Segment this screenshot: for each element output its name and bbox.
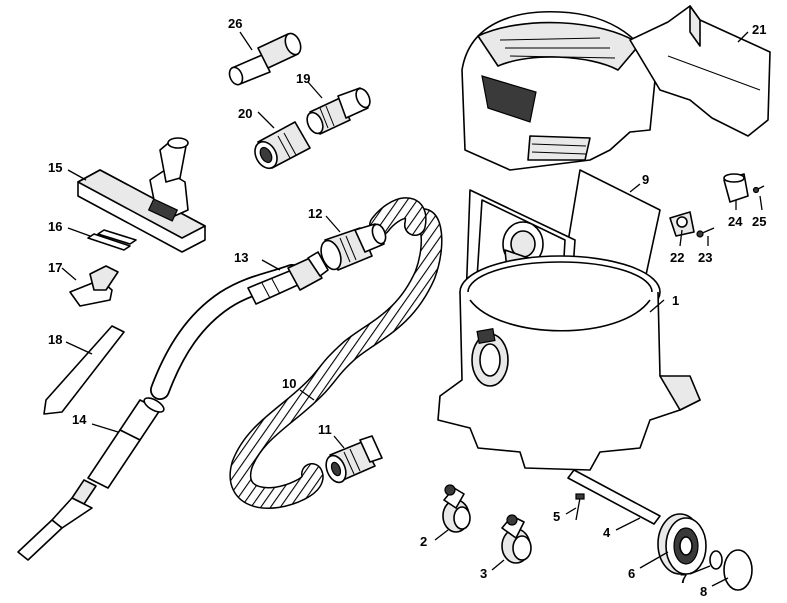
label-5: 5 — [553, 509, 560, 524]
part-2-castor — [442, 484, 471, 533]
label-17: 17 — [48, 260, 62, 275]
part-21-motor-cover — [629, 5, 771, 137]
part-24-clip — [723, 173, 749, 203]
part-11-hose-coupling — [325, 435, 383, 484]
part-19-adapter — [306, 87, 371, 135]
part-5-screw — [575, 493, 585, 521]
label-13: 13 — [234, 250, 248, 265]
part-20-adapter — [254, 121, 311, 170]
part-10-corrugated-hose — [229, 197, 443, 509]
part-23-screw — [696, 227, 715, 238]
label-15: 15 — [48, 160, 62, 175]
part-22-latch — [669, 211, 695, 237]
part-8-hub-cap — [723, 549, 753, 591]
label-9: 9 — [642, 172, 649, 187]
label-12: 12 — [308, 206, 322, 221]
label-3: 3 — [480, 566, 487, 581]
label-4: 4 — [603, 525, 611, 540]
part-13-suction-hose — [150, 251, 329, 400]
label-23: 23 — [698, 250, 712, 265]
part-12-hose-coupling — [320, 223, 387, 271]
part-17-upholstery-nozzle — [69, 265, 119, 307]
label-22: 22 — [670, 250, 684, 265]
part-6-wheel — [657, 513, 707, 575]
label-24: 24 — [728, 214, 743, 229]
label-16: 16 — [48, 219, 62, 234]
label-10: 10 — [282, 376, 296, 391]
label-1: 1 — [672, 293, 679, 308]
part-18-crevice-tool — [43, 325, 125, 415]
label-2: 2 — [420, 534, 427, 549]
label-26: 26 — [228, 16, 242, 31]
part-25-screw — [752, 185, 765, 194]
motor-head — [461, 10, 656, 171]
part-7-ring — [709, 550, 723, 570]
part-labels: 1 2 3 4 5 6 7 8 9 10 11 12 13 14 15 16 1… — [48, 16, 766, 599]
label-25: 25 — [752, 214, 766, 229]
part-14-extension-tubes — [17, 397, 165, 561]
label-20: 20 — [238, 106, 252, 121]
label-21: 21 — [752, 22, 766, 37]
label-7: 7 — [680, 571, 687, 586]
part-4-axle — [567, 469, 661, 525]
part-26-adapter — [228, 32, 302, 86]
part-16-brush-strips — [87, 229, 137, 251]
label-6: 6 — [628, 566, 635, 581]
label-11: 11 — [318, 422, 332, 437]
label-14: 14 — [72, 412, 87, 427]
label-19: 19 — [296, 71, 310, 86]
leader-lines — [61, 31, 763, 587]
label-8: 8 — [700, 584, 707, 599]
part-15-floor-nozzle — [77, 137, 206, 253]
label-18: 18 — [48, 332, 62, 347]
part-1-container — [437, 255, 701, 471]
part-3-castor — [501, 514, 532, 564]
